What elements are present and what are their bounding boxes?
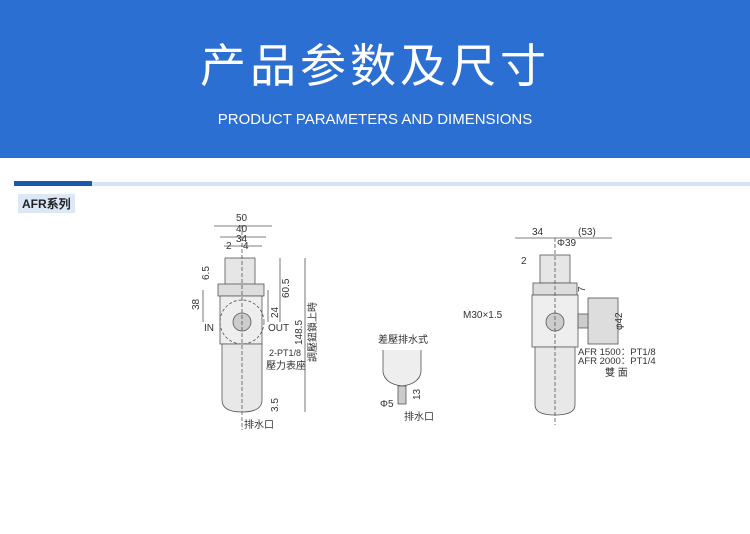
drain-label: 排水口 — [244, 418, 274, 431]
dim-7: 7 — [577, 286, 588, 292]
divider-accent — [14, 181, 92, 186]
in-label: IN — [204, 323, 214, 334]
side-view: 34 (53) Φ39 2 7 φ42 M30×1.5 AFR 1500：PT1… — [463, 227, 656, 425]
thread-label: M30×1.5 — [463, 310, 503, 321]
port-label: 2-PT1/8 — [269, 348, 301, 358]
dim-53: (53) — [578, 227, 596, 238]
dim-2: 2 — [226, 241, 232, 252]
dim-phi42: φ42 — [614, 312, 625, 330]
dim-40: 40 — [236, 224, 248, 235]
port-afr2000: AFR 2000：PT1/4 — [578, 356, 656, 367]
dim-phi5: Φ5 — [380, 399, 394, 410]
dim-4: 4 — [243, 241, 249, 252]
dim-60-5: 60.5 — [281, 278, 292, 298]
drain-detail-label: 排水口 — [404, 410, 434, 423]
front-view: 50 40 34 2 4 6.5 38 60.5 24 148.5 調壓鈕鎖上時… — [191, 213, 319, 431]
drain-detail: 差壓排水式 Φ5 13 排水口 — [378, 333, 434, 423]
divider — [92, 182, 750, 186]
out-label: OUT — [268, 323, 289, 334]
dim-38: 38 — [191, 298, 202, 310]
gauge-seat-label: 壓力表座 — [266, 359, 306, 372]
page-title: 产品参数及尺寸 — [200, 39, 550, 93]
section-label: AFR系列 — [18, 194, 75, 213]
adjust-note: 調壓鈕鎖上時 — [306, 302, 319, 362]
dim-phi39: Φ39 — [557, 238, 577, 249]
dim-34: 34 — [532, 227, 544, 238]
dim-3-5: 3.5 — [270, 398, 281, 412]
dim-34: 34 — [236, 234, 248, 245]
port-afr1500: AFR 1500：PT1/8 — [578, 347, 656, 358]
dim-24: 24 — [270, 306, 281, 318]
both-sides-label: 雙 面 — [605, 366, 628, 379]
dim-50: 50 — [236, 213, 248, 224]
header-banner: 产品参数及尺寸 PRODUCT PARAMETERS AND DIMENSION… — [0, 0, 750, 158]
dim-13: 13 — [412, 388, 423, 400]
dim-2: 2 — [521, 256, 527, 267]
drain-title: 差壓排水式 — [378, 333, 428, 346]
page-subtitle: PRODUCT PARAMETERS AND DIMENSIONS — [217, 111, 533, 128]
dim-6-5: 6.5 — [201, 266, 212, 280]
dim-148-5: 148.5 — [294, 320, 305, 345]
